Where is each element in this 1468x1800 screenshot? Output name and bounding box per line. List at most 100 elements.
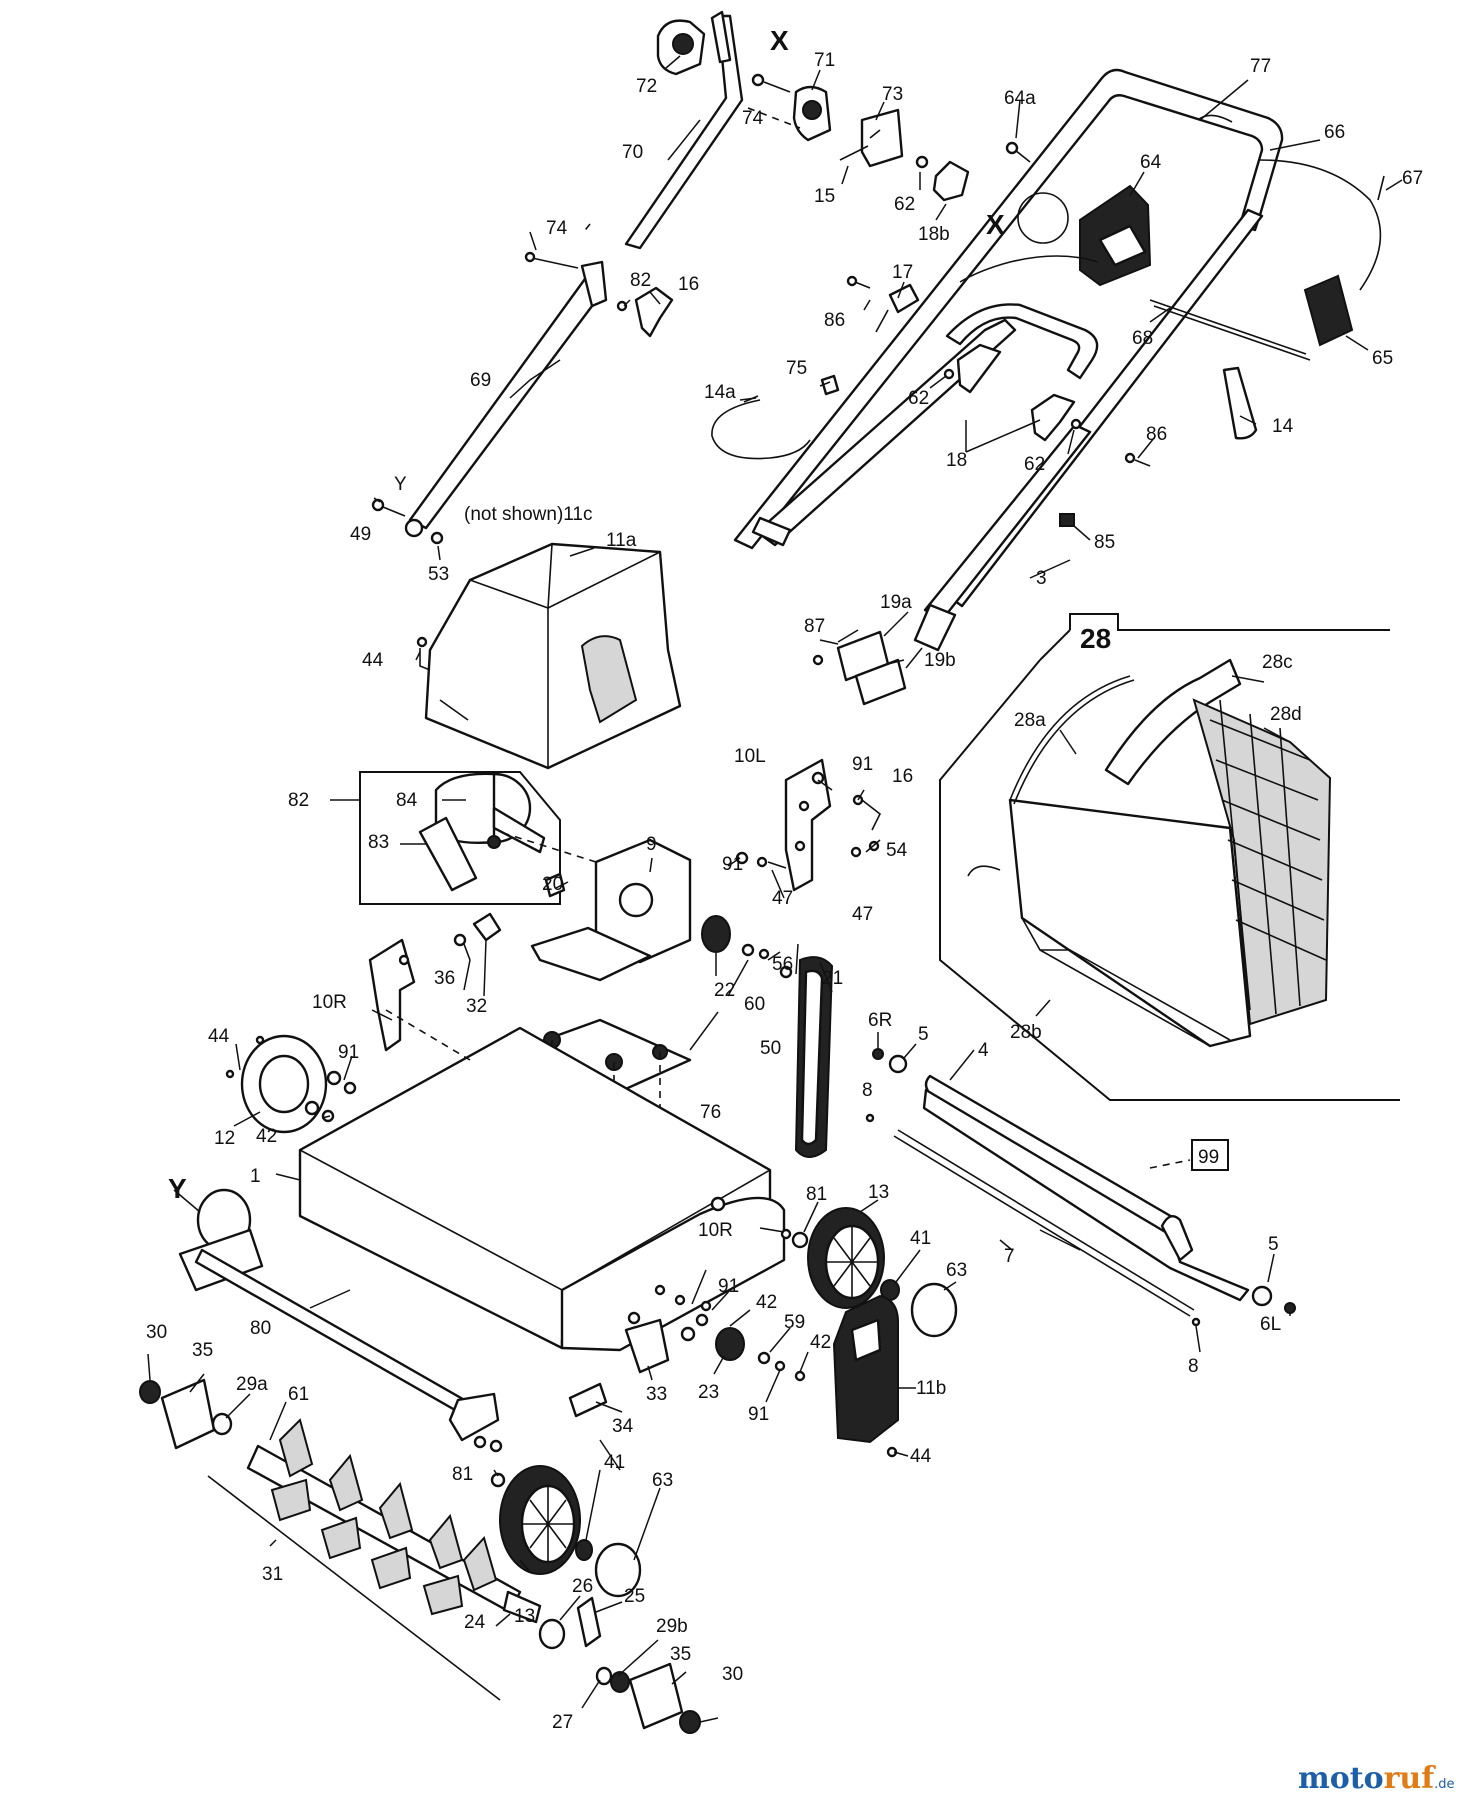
- label-30: 30: [722, 1664, 743, 1685]
- label-22: 22: [714, 980, 735, 1001]
- label-91: 91: [338, 1042, 359, 1063]
- handle-assembly: [711, 68, 1385, 706]
- label-29a: 29a: [236, 1374, 268, 1395]
- label-91: 91: [748, 1404, 769, 1425]
- bracket-assembly: [499, 831, 834, 1240]
- label-47: 47: [852, 904, 873, 925]
- label-77: 77: [1250, 56, 1271, 77]
- label-34: 34: [612, 1416, 634, 1437]
- label-81: 81: [806, 1184, 827, 1205]
- label-86: 86: [1146, 424, 1167, 445]
- wheels: [490, 1207, 958, 1598]
- label-X: X: [770, 25, 789, 56]
- label-62: 62: [894, 194, 915, 215]
- side-plate-10L: [784, 758, 882, 892]
- label-67: 67: [1402, 168, 1423, 189]
- label-41: 41: [604, 1452, 625, 1473]
- label-28: 28: [1080, 623, 1111, 654]
- label-18: 18: [946, 450, 967, 471]
- label-X: X: [986, 209, 1005, 240]
- label-70: 70: [622, 142, 643, 163]
- label-74: 74: [546, 218, 568, 239]
- label-41: 41: [910, 1228, 931, 1249]
- label-10L: 10L: [734, 746, 766, 767]
- label-65: 65: [1372, 348, 1393, 369]
- label-59: 59: [784, 1312, 805, 1333]
- deck-housing: [225, 912, 786, 1352]
- callout-labels: 1 3 4 5 5 6L 6R 7 8 8 9 10L 10R 10R 11a …: [146, 25, 1423, 1733]
- label-14: 14: [1272, 416, 1294, 437]
- label-66: 66: [1324, 122, 1345, 143]
- label-63: 63: [652, 1470, 673, 1491]
- label-54: 54: [886, 840, 908, 861]
- label-81: 81: [452, 1464, 473, 1485]
- label-64a: 64a: [1004, 88, 1036, 109]
- label-6R: 6R: [868, 1010, 892, 1031]
- label-17: 17: [892, 262, 913, 283]
- label-60: 60: [744, 994, 765, 1015]
- label-30: 30: [146, 1322, 167, 1343]
- label-31: 31: [262, 1564, 283, 1585]
- label-28b: 28b: [1010, 1022, 1042, 1043]
- svg-text:motoruf.de: motoruf.de: [1298, 1761, 1455, 1796]
- label-84: 84: [396, 790, 418, 811]
- label-8: 8: [1188, 1356, 1199, 1377]
- label-83: 83: [368, 832, 389, 853]
- label-9: 9: [646, 834, 657, 855]
- label-21: 21: [822, 968, 843, 989]
- label-56: 56: [772, 954, 793, 975]
- watermark-suffix: .de: [1434, 1777, 1454, 1792]
- label-87: 87: [804, 616, 825, 637]
- label-4: 4: [978, 1040, 989, 1061]
- label-16: 16: [678, 274, 699, 295]
- label-16: 16: [892, 766, 913, 787]
- front-axle: [178, 1188, 503, 1453]
- label-Y: Y: [168, 1173, 187, 1204]
- label-36: 36: [434, 968, 455, 989]
- label-44: 44: [910, 1446, 932, 1467]
- motor-cover: [416, 542, 682, 770]
- label-61: 61: [288, 1384, 309, 1405]
- label-85: 85: [1094, 532, 1115, 553]
- label-42: 42: [756, 1292, 777, 1313]
- label-5: 5: [1268, 1234, 1279, 1255]
- label-42: 42: [810, 1332, 831, 1353]
- lever-assembly: [371, 10, 970, 545]
- label-25: 25: [624, 1586, 645, 1607]
- label-63: 63: [946, 1260, 967, 1281]
- label-10R: 10R: [312, 992, 347, 1013]
- label-33: 33: [646, 1384, 667, 1405]
- label-10R: 10R: [698, 1220, 733, 1241]
- label-80: 80: [250, 1318, 271, 1339]
- label-8: 8: [862, 1080, 873, 1101]
- label-29b: 29b: [656, 1616, 688, 1637]
- label-28d: 28d: [1270, 704, 1302, 725]
- label-91: 91: [718, 1276, 739, 1297]
- label-62: 62: [908, 388, 929, 409]
- label-27: 27: [552, 1712, 573, 1733]
- label-99: 99: [1198, 1147, 1219, 1168]
- grass-bag: [939, 613, 1400, 1171]
- label-20: 20: [542, 874, 563, 895]
- label-28a: 28a: [1014, 710, 1046, 731]
- label-91: 91: [852, 754, 873, 775]
- dethatcher-shaft: [139, 1378, 701, 1734]
- label-71: 71: [814, 50, 835, 71]
- label-69: 69: [470, 370, 491, 391]
- leader-lines: [147, 55, 1403, 1723]
- label-26: 26: [572, 1576, 593, 1597]
- label-91: 91: [722, 854, 743, 875]
- label-32: 32: [466, 996, 487, 1017]
- label-24: 24: [464, 1612, 486, 1633]
- label-12: 12: [214, 1128, 235, 1149]
- label-64: 64: [1140, 152, 1162, 173]
- label-75: 75: [786, 358, 807, 379]
- label-62: 62: [1024, 454, 1045, 475]
- label-49: 49: [350, 524, 371, 545]
- label-13: 13: [868, 1182, 889, 1203]
- watermark-logo: motoruf.de: [1298, 1761, 1455, 1796]
- label-15: 15: [814, 186, 835, 207]
- label-18b: 18b: [918, 224, 950, 245]
- label-74: 74: [742, 108, 764, 129]
